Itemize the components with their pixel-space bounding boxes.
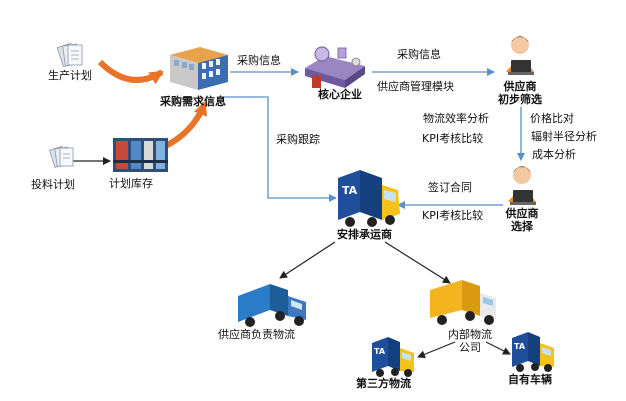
node-internal-logistics-line1: 内部物流 bbox=[448, 328, 492, 341]
node-supplier-selection: 供应商 选择 bbox=[502, 207, 542, 233]
truck-badge-text-small-1: TA bbox=[374, 347, 386, 356]
node-supplier-logistics: 供应商负责物流 bbox=[218, 328, 295, 341]
supplier-truck-icon bbox=[238, 284, 306, 327]
person-laptop-icon-screening bbox=[506, 36, 534, 75]
node-core-enterprise: 核心企业 bbox=[318, 88, 362, 101]
production-to-demand-curve bbox=[97, 59, 164, 85]
carrier-to-supplier-logistics-arrow bbox=[279, 241, 336, 279]
node-purchase-demand: 采购需求信息 bbox=[160, 95, 226, 108]
third-party-truck-icon: TA bbox=[372, 337, 414, 377]
node-plan-inventory: 计划库存 bbox=[109, 177, 153, 190]
edge-label-kpi-1: KPI考核比较 bbox=[422, 132, 484, 145]
edge-label-sign-contract: 签订合同 bbox=[428, 181, 472, 194]
edge-label-kpi-2: KPI考核比较 bbox=[422, 209, 484, 222]
tracking-path bbox=[222, 96, 337, 202]
node-supplier-selection-line2: 选择 bbox=[511, 220, 533, 233]
node-supplier-selection-line1: 供应商 bbox=[505, 207, 539, 220]
node-own-vehicles: 自有车辆 bbox=[508, 373, 552, 386]
node-production-plan: 生产计划 bbox=[48, 69, 92, 82]
core-enterprise-machine-icon bbox=[305, 46, 365, 88]
edge-label-cost: 成本分析 bbox=[532, 148, 576, 161]
internal-logistics-truck-icon bbox=[430, 280, 496, 325]
document-stack-icon-production bbox=[56, 42, 83, 68]
carrier-truck-icon: TA bbox=[338, 170, 400, 227]
carrier-to-internal-arrow bbox=[384, 241, 451, 284]
edge-label-price-compare: 价格比对 bbox=[530, 112, 574, 125]
edge-label-purchase-info-1: 采购信息 bbox=[237, 54, 281, 67]
node-supplier-screening: 供应商 初步筛选 bbox=[497, 80, 543, 106]
edge-label-radius: 辐射半径分析 bbox=[531, 130, 597, 143]
node-internal-logistics: 内部物流 公司 bbox=[440, 328, 500, 354]
internal-to-own-arrow bbox=[485, 341, 511, 355]
node-third-party: 第三方物流 bbox=[356, 377, 411, 390]
truck-badge-text: TA bbox=[342, 184, 358, 197]
node-feed-plan: 投料计划 bbox=[31, 178, 75, 191]
node-arrange-carrier: 安排承运商 bbox=[337, 228, 392, 241]
own-vehicles-truck-icon: TA bbox=[512, 332, 554, 372]
node-supplier-screening-line1: 供应商 bbox=[503, 80, 537, 93]
inventory-warehouse-icon bbox=[113, 138, 168, 172]
document-stack-icon-feed bbox=[49, 145, 74, 168]
node-internal-logistics-line2: 公司 bbox=[459, 341, 481, 354]
node-supplier-screening-line2: 初步筛选 bbox=[498, 93, 542, 106]
edge-label-purchase-info-2: 采购信息 bbox=[397, 48, 441, 61]
truck-badge-text-small-2: TA bbox=[514, 342, 526, 351]
factory-building-icon bbox=[170, 47, 228, 90]
edge-label-efficiency: 物流效率分析 bbox=[423, 112, 489, 125]
edge-label-supplier-mgmt: 供应商管理模块 bbox=[377, 80, 454, 93]
internal-to-third-arrow bbox=[417, 341, 456, 359]
person-laptop-icon-selection bbox=[508, 166, 536, 205]
edge-label-purchase-tracking: 采购跟踪 bbox=[276, 133, 320, 146]
